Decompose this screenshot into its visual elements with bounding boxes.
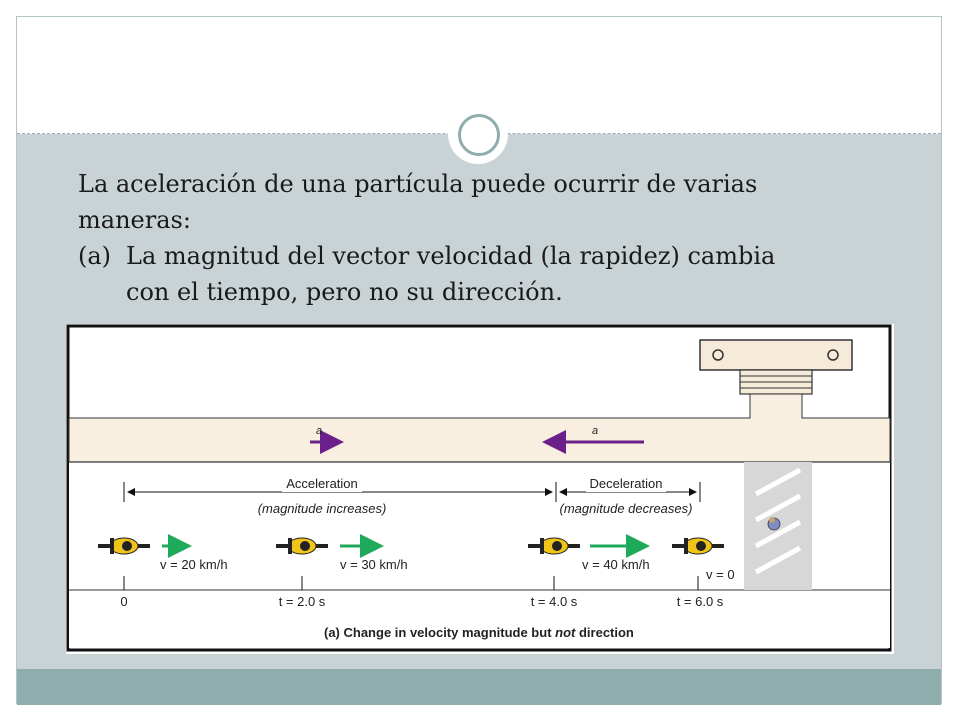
velocity-label-3: v = 40 km/h: [582, 557, 650, 572]
acceleration-label: Acceleration: [286, 476, 358, 491]
velocity-label-1: v = 20 km/h: [160, 557, 228, 572]
pedestrian-icon: [767, 517, 781, 531]
crosswalk-stripes: [754, 467, 802, 575]
body-line-1: La aceleración de una partícula puede oc…: [78, 170, 758, 198]
velocity-label-2: v = 30 km/h: [340, 557, 408, 572]
caption-suffix: direction: [575, 625, 634, 640]
motion-diagram: a a Acceleration (magnitude increases) D…: [66, 324, 892, 652]
acceleration-sub: (magnitude increases): [258, 501, 387, 516]
list-item-line-2: con el tiempo, pero no su dirección.: [126, 278, 563, 306]
caption-emphasis: not: [555, 625, 576, 640]
decel-vector-label: a: [592, 425, 598, 437]
building-sign: [699, 339, 853, 371]
velocity-label-4: v = 0: [706, 567, 735, 582]
slide-body-text: La aceleración de una partícula puede oc…: [78, 166, 898, 310]
time-label-4: t = 6.0 s: [677, 594, 724, 609]
body-line-2: maneras:: [78, 206, 191, 234]
time-label-3: t = 4.0 s: [531, 594, 578, 609]
list-item-label: (a): [78, 242, 112, 270]
time-label-1: 0: [120, 594, 127, 609]
list-item-line-1: La magnitud del vector velocidad (la rap…: [126, 242, 776, 270]
sign-circle-right-icon: [827, 349, 839, 361]
motorcycle-icon: [528, 537, 580, 555]
motorcycle-icon: [276, 537, 328, 555]
motorcycle-icon: [98, 537, 150, 555]
circle-icon: [458, 114, 500, 156]
slide-footer-band: [17, 669, 941, 705]
sign-circle-left-icon: [712, 349, 724, 361]
caption-prefix: (a) Change in velocity magnitude but: [324, 625, 555, 640]
motion-figure: a a Acceleration (magnitude increases) D…: [66, 324, 894, 654]
deceleration-label: Deceleration: [590, 476, 663, 491]
time-label-2: t = 2.0 s: [279, 594, 326, 609]
accel-vector-label: a: [316, 425, 322, 437]
list-item-a: (a) La magnitud del vector velocidad (la …: [78, 238, 898, 274]
motorcycle-icon: [672, 537, 724, 555]
deceleration-sub: (magnitude decreases): [560, 501, 693, 516]
figure-caption: (a) Change in velocity magnitude but not…: [324, 625, 634, 640]
